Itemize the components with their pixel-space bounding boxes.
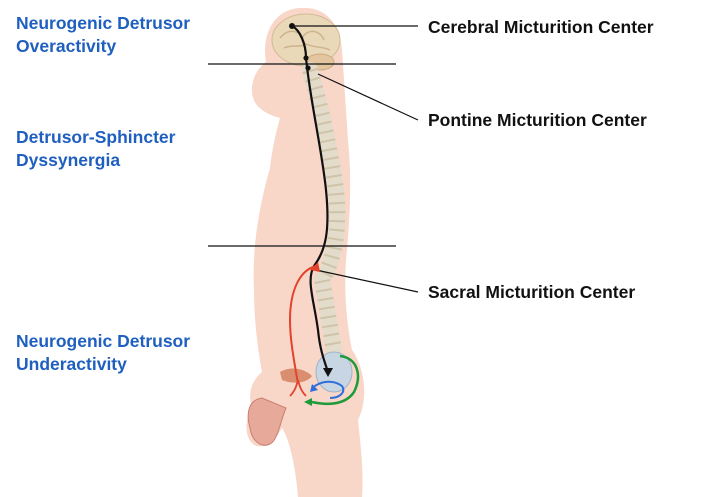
cerebral-node bbox=[289, 23, 295, 29]
middle-zone-line2: Dyssynergia bbox=[16, 149, 175, 172]
sacral-center-label: Sacral Micturition Center bbox=[428, 281, 635, 303]
middle-zone-line1: Detrusor-Sphincter bbox=[16, 126, 175, 149]
lower-zone-line2: Underactivity bbox=[16, 353, 190, 376]
pontine-node-1 bbox=[303, 55, 308, 60]
middle-zone-label: Detrusor-Sphincter Dyssynergia bbox=[16, 126, 175, 172]
lower-zone-label: Neurogenic Detrusor Underactivity bbox=[16, 330, 190, 376]
upper-zone-label: Neurogenic Detrusor Overactivity bbox=[16, 12, 190, 58]
pontine-center-label: Pontine Micturition Center bbox=[428, 109, 647, 131]
pontine-node-2 bbox=[305, 65, 310, 70]
cerebral-center-label: Cerebral Micturition Center bbox=[428, 16, 654, 38]
lower-zone-line1: Neurogenic Detrusor bbox=[16, 330, 190, 353]
upper-zone-line2: Overactivity bbox=[16, 35, 190, 58]
upper-zone-line1: Neurogenic Detrusor bbox=[16, 12, 190, 35]
